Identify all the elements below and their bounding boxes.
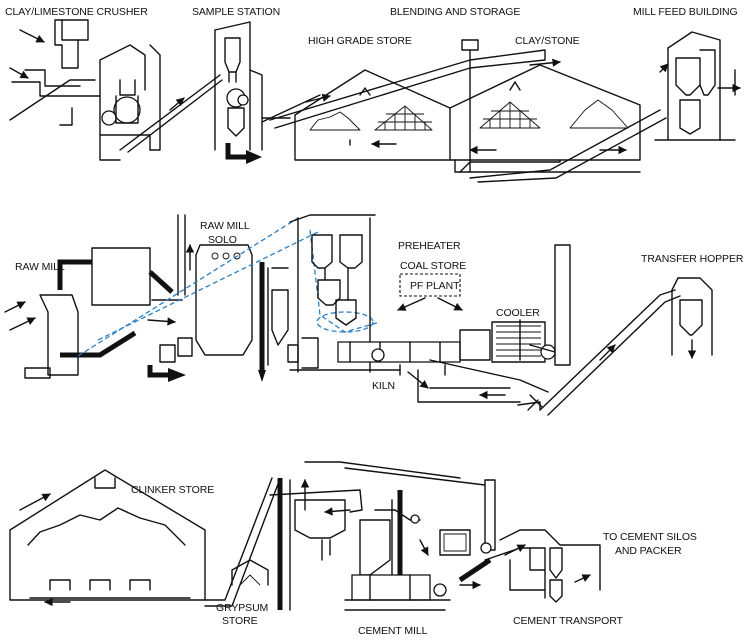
- label-cement-transport: CEMENT TRANSPORT: [513, 615, 624, 627]
- mill-feed-building-unit: [654, 31, 741, 141]
- label-pf-plant: PF PLANT: [410, 280, 460, 292]
- label-raw-mill-silo-line-2: SOLO: [208, 234, 237, 246]
- label-sample-station: SAMPLE STATION: [192, 6, 280, 18]
- label-cooler: COOLER: [496, 307, 540, 319]
- label-cement-silos-line-2: AND PACKER: [615, 545, 682, 557]
- raw-mill-unit: [4, 214, 195, 379]
- label-transfer-hopper: TRANSFER HOPPER: [641, 253, 744, 265]
- kiln-unit: [337, 341, 461, 376]
- dashed-connector-3: [309, 229, 381, 333]
- label-mill-feed-building: MILL FEED BUILDING: [633, 6, 738, 18]
- label-preheater: PREHEATER: [398, 240, 461, 252]
- label-coal-store: COAL STORE: [400, 260, 466, 272]
- label-clinker-store: CLINKER STORE: [131, 484, 214, 496]
- label-kiln: KILN: [372, 380, 395, 392]
- clinker-store-unit: [9, 469, 279, 607]
- label-cement-silos-line-1: TO CEMENT SILOS: [603, 531, 697, 543]
- label-high-grade-store: HIGH GRADE STORE: [308, 35, 412, 47]
- crusher-unit: [9, 19, 223, 161]
- gypsum-store-unit: [231, 478, 310, 611]
- dashed-connector-1: [77, 217, 299, 357]
- label-gypsum-store-line-1: GRYPSUM: [216, 602, 268, 614]
- cement-transport-unit: [484, 529, 601, 603]
- label-raw-mill: RAW MILL: [15, 261, 65, 273]
- blending-storage-unit: [269, 39, 667, 183]
- cement-mill-unit: [269, 461, 496, 611]
- cooler-unit: [407, 244, 571, 411]
- label-clay-limestone-crusher: CLAY/LIMESTONE CRUSHER: [5, 6, 148, 18]
- coal-store-unit: [397, 273, 463, 311]
- label-cement-mill: CEMENT MILL: [358, 625, 428, 637]
- label-gypsum-store-line-2: STORE: [222, 615, 258, 627]
- dashed-ring: [316, 311, 374, 333]
- label-raw-mill-silo-line-1: RAW MILL: [200, 220, 250, 232]
- label-blending-and-storage: BLENDING AND STORAGE: [390, 6, 520, 18]
- sample-station-unit: [214, 21, 321, 164]
- dashed-connector-2: [97, 231, 319, 341]
- label-clay-stone: CLAY/STONE: [515, 35, 580, 47]
- transfer-hopper-unit: [539, 277, 713, 416]
